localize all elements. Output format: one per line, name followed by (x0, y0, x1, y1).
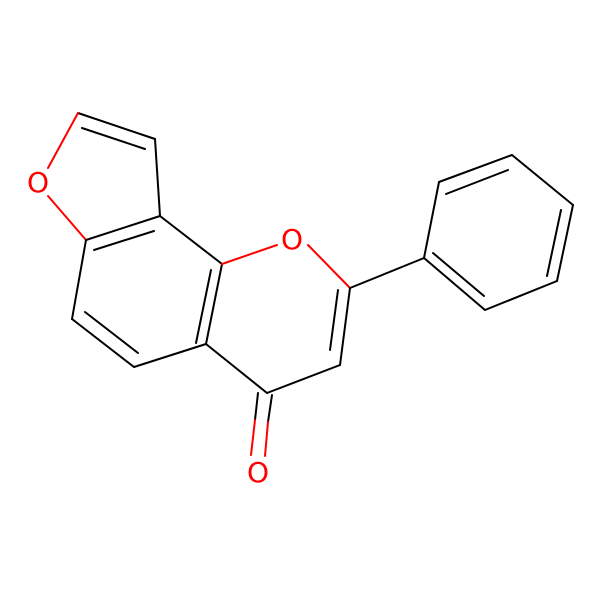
bond (77, 112, 156, 140)
bond (266, 364, 341, 394)
bond (71, 318, 135, 368)
bond (250, 419, 256, 456)
oxygen-atom-label: O (27, 166, 49, 199)
bond (546, 209, 562, 277)
bond (133, 343, 207, 368)
bond (93, 230, 155, 251)
bond (329, 289, 339, 351)
bond (423, 181, 440, 259)
bond (47, 195, 87, 241)
oxygen-atom-label: O (247, 456, 269, 489)
bond (349, 257, 425, 289)
bond (47, 112, 79, 169)
bond (556, 204, 574, 282)
bond (221, 244, 278, 265)
bond (154, 138, 161, 217)
bond (84, 311, 139, 354)
bond (511, 154, 574, 206)
bond (254, 392, 259, 421)
bond (205, 263, 223, 345)
bond (432, 252, 485, 297)
bond (438, 154, 513, 183)
bond (205, 343, 268, 394)
bond (71, 239, 87, 320)
bond (267, 394, 273, 423)
bond (307, 244, 351, 289)
bond (159, 215, 223, 265)
bond (195, 269, 212, 344)
bond (423, 257, 486, 311)
bond (264, 421, 269, 457)
bond (445, 169, 509, 195)
bond (339, 287, 351, 366)
oxygen-atom-label: O (281, 223, 303, 256)
bond (484, 280, 558, 311)
bond (81, 127, 146, 150)
bond (85, 215, 161, 241)
